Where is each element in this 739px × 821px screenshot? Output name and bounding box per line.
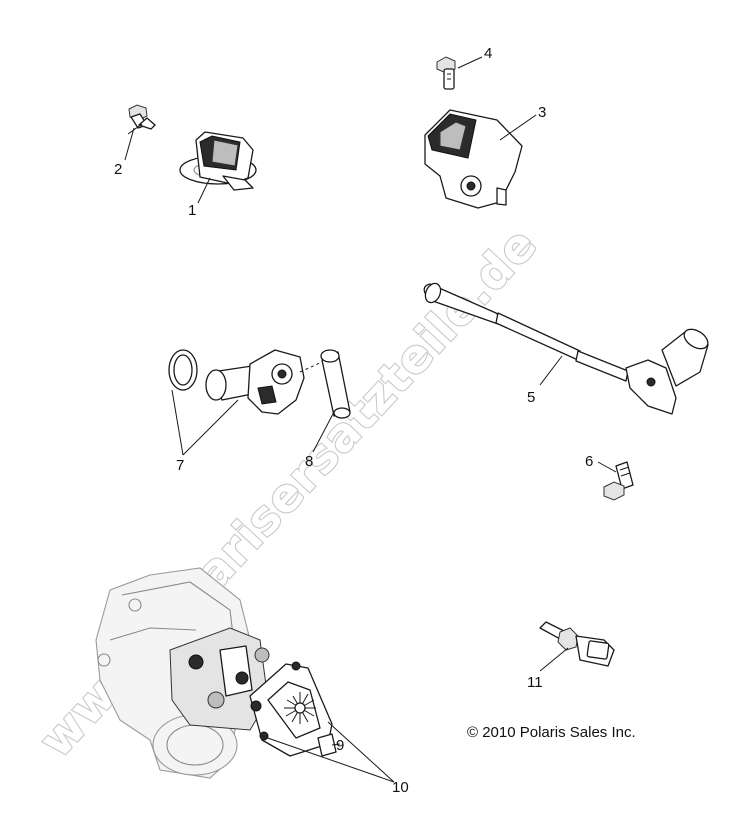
callout-8: 8 (305, 453, 313, 470)
leader-1 (197, 177, 211, 204)
leader-7b (182, 399, 239, 456)
leader-9 (331, 743, 341, 746)
leader-6 (597, 461, 617, 473)
callout-4: 4 (484, 45, 492, 62)
leader-11 (539, 647, 569, 672)
part-5-speed-sensor (423, 282, 709, 415)
part-9-tps-sensor (249, 661, 337, 757)
callout-11: 11 (527, 674, 543, 691)
copyright-notice: © 2010 Polaris Sales Inc. (467, 724, 636, 741)
part-3-map-sensor (424, 109, 523, 209)
part-4-bolt (436, 56, 456, 90)
part-2-bolt (127, 104, 156, 135)
part-6-bolt (603, 461, 634, 501)
leader-4 (457, 56, 483, 69)
callout-6: 6 (585, 453, 593, 470)
part-1-sensor (179, 131, 257, 191)
callout-9: 9 (336, 737, 344, 754)
callout-5: 5 (527, 389, 535, 406)
part-10-throttle-body (95, 567, 270, 779)
leader-7a (171, 389, 184, 456)
callout-7: 7 (176, 457, 184, 474)
guide-line-8 (299, 361, 323, 373)
part-11-temp-sensor (539, 621, 615, 667)
leader-5 (539, 355, 563, 386)
leader-8 (312, 411, 335, 453)
leader-2 (124, 127, 135, 161)
part-8-sleeve (320, 349, 351, 419)
callout-3: 3 (538, 104, 546, 121)
leader-10b (327, 721, 395, 783)
part-7-sensor (168, 349, 305, 415)
callout-1: 1 (188, 202, 196, 219)
callout-10: 10 (392, 779, 409, 796)
leader-10a (261, 735, 395, 783)
leader-3 (499, 114, 537, 141)
callout-2: 2 (114, 161, 122, 178)
tps-gear-pattern (284, 692, 316, 724)
